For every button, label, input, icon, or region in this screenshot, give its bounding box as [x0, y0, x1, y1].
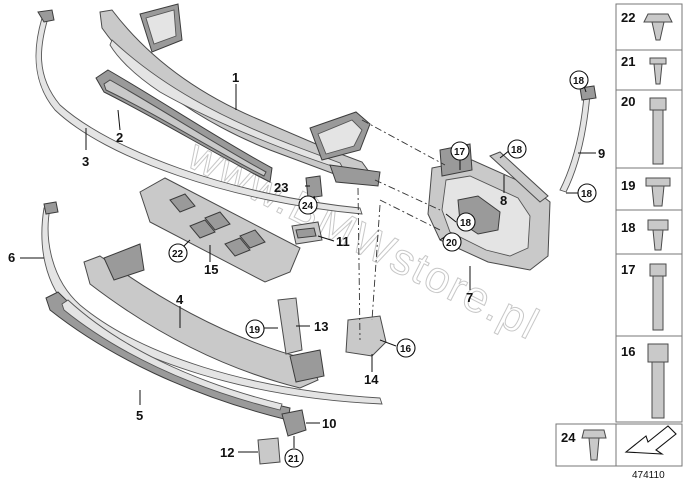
part-3-trim-strip	[35, 17, 363, 215]
callout-13: 13	[314, 319, 328, 334]
circled-19: 19	[249, 325, 261, 336]
callout-11: 11	[336, 234, 350, 249]
fastener-24-icon	[581, 429, 607, 461]
fastener-19-icon	[645, 177, 671, 207]
fastener-18-icon	[647, 219, 669, 251]
callout-10: 10	[322, 416, 336, 431]
part-5-mesh-pattern	[61, 299, 283, 411]
panel-label-16: 16	[621, 344, 635, 359]
part-9-rod	[559, 93, 591, 193]
part-1-mount-left-face	[145, 9, 177, 45]
panel-label-24: 24	[561, 430, 576, 445]
assembly-line-1	[361, 119, 446, 166]
circled-callouts: 17 18 18 18 18 20 23 24 22 19 16 21	[168, 70, 597, 468]
panel-label-19: 19	[621, 178, 635, 193]
part-4-mount-left	[103, 243, 145, 281]
circled-17: 17	[454, 147, 466, 158]
panel-label-18: 18	[621, 220, 635, 235]
circled-24: 24	[302, 201, 314, 212]
fastener-16-icon	[647, 343, 669, 419]
part-9-rod-head	[579, 85, 597, 101]
circled-18-top: 18	[573, 76, 585, 87]
panel-label-20: 20	[621, 94, 635, 109]
circled-18-mid: 18	[511, 145, 523, 156]
panel-row-22	[615, 3, 683, 51]
panel-row-18	[615, 209, 683, 255]
assembly-line-3	[379, 199, 441, 231]
callout-8: 8	[500, 193, 507, 208]
part-4-mount-right	[289, 349, 325, 383]
part-10-clip	[281, 409, 307, 437]
circled-18-right: 18	[581, 189, 593, 200]
panel-row-20	[615, 89, 683, 169]
panel-label-21: 21	[621, 54, 635, 69]
part-13-bracket	[277, 297, 303, 355]
leader-lines	[20, 79, 596, 453]
part-2-absorber-rib	[103, 79, 267, 177]
callout-9: 9	[598, 146, 605, 161]
panel-row-19	[615, 167, 683, 211]
reference-number: 474110	[632, 470, 665, 481]
assembly-line-5	[371, 204, 381, 321]
callout-7: 7	[466, 290, 473, 305]
fastener-21-icon	[649, 57, 667, 85]
part-4-lower-crossmember	[83, 255, 319, 389]
fastener-17-icon	[649, 263, 667, 331]
part-6-trim-end	[43, 201, 59, 215]
fastener-20-icon	[649, 97, 667, 165]
assembly-line-2	[374, 179, 441, 211]
part-12-clip	[257, 437, 281, 465]
panel-row-17	[615, 253, 683, 337]
part-14-bracket	[345, 315, 387, 357]
part-8-strap	[489, 151, 549, 203]
fastener-panel: 22 21 20 19 18 17 16 24	[555, 3, 683, 467]
circled-23: 23	[274, 180, 288, 195]
panel-label-22: 22	[621, 10, 635, 25]
circled-18-bracket: 18	[460, 218, 472, 229]
callout-6: 6	[8, 250, 15, 265]
callout-3: 3	[82, 154, 89, 169]
callout-5: 5	[136, 408, 143, 423]
circled-21: 21	[288, 454, 300, 465]
callout-1: 1	[232, 70, 239, 85]
fastener-22-icon	[643, 13, 673, 41]
part-15-panel-holes	[169, 193, 266, 257]
callout-2: 2	[116, 130, 123, 145]
part-1-end-bracket	[329, 164, 381, 187]
circled-22: 22	[172, 249, 184, 260]
panel-label-17: 17	[621, 262, 635, 277]
part-3-trim-end	[37, 9, 55, 23]
callout-15: 15	[204, 262, 218, 277]
callout-14: 14	[364, 372, 379, 387]
assembly-line-4	[357, 187, 361, 341]
part-1-mount-right-face	[317, 119, 363, 155]
callout-4: 4	[176, 292, 184, 307]
circled-16: 16	[400, 344, 412, 355]
circled-20: 20	[446, 238, 458, 249]
direction-arrow-icon	[624, 425, 677, 455]
part-23-clip	[305, 175, 323, 199]
part-11-bracket-slot	[295, 227, 317, 239]
callout-12: 12	[220, 445, 234, 460]
